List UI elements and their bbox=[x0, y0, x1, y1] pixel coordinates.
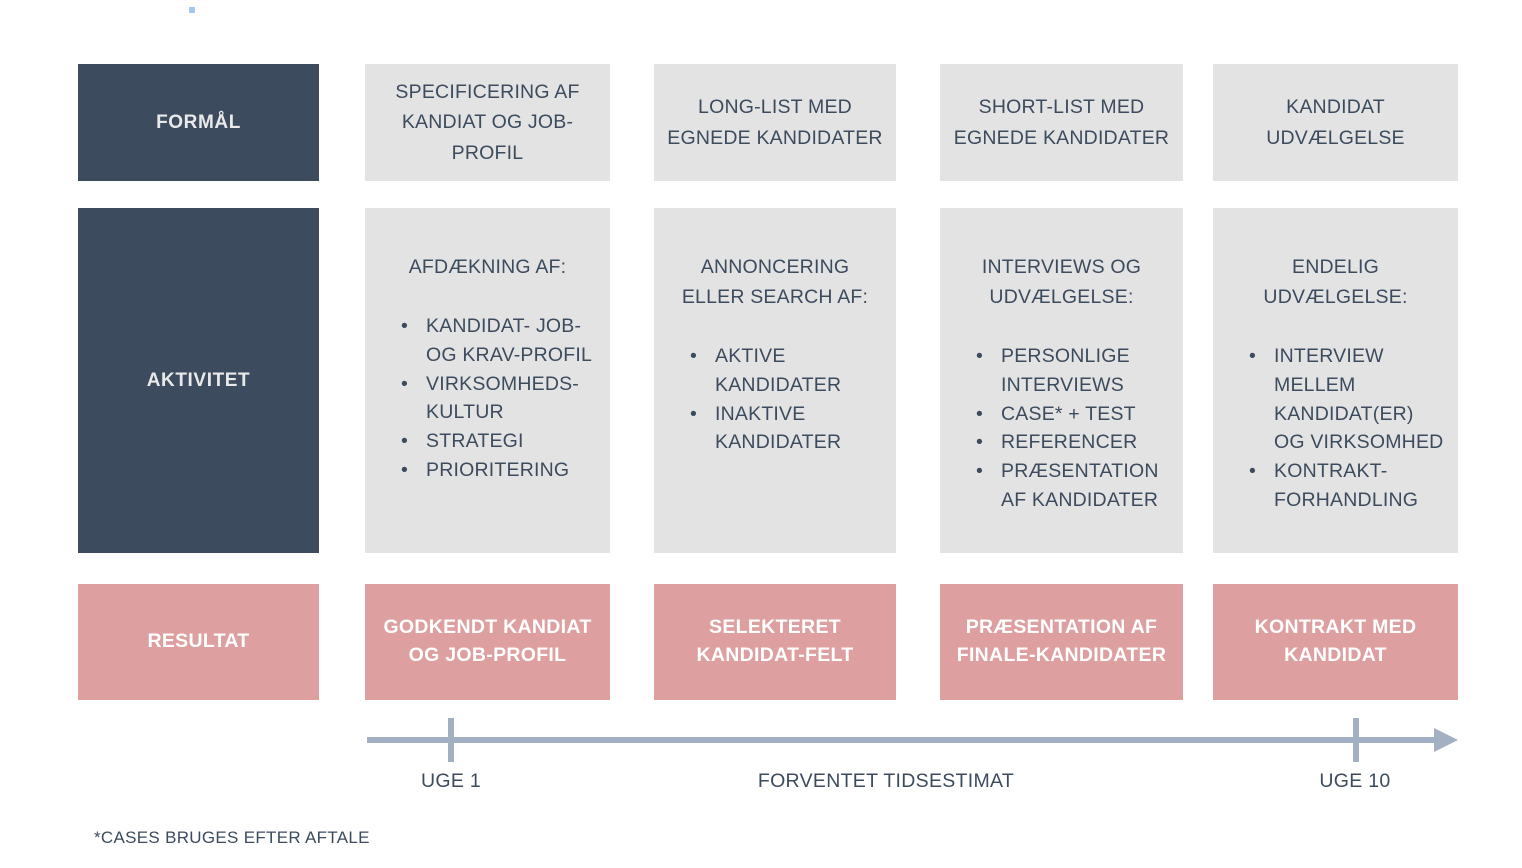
list-item-text: AKTIVE KANDIDATER bbox=[715, 345, 842, 397]
list-item-text: PERSONLIGE INTERVIEWS bbox=[1001, 345, 1130, 397]
list-item: • KANDIDAT- JOB- OG KRAV-PROFIL bbox=[401, 312, 596, 369]
list-item: • AKTIVE KANDIDATER bbox=[690, 342, 882, 399]
row-label-result: RESULTAT bbox=[78, 584, 319, 700]
list-item: • PRIORITERING bbox=[401, 456, 596, 485]
list-item: • INAKTIVE KANDIDATER bbox=[690, 400, 882, 457]
list-item-text: INTERVIEW MELLEM KANDIDAT(ER) OG VIRKSOM… bbox=[1274, 345, 1444, 454]
list-item-text: REFERENCER bbox=[1001, 431, 1138, 454]
list-item-text: VIRKSOMHEDS-KULTUR bbox=[426, 372, 580, 424]
timeline-label-start: UGE 1 bbox=[420, 770, 482, 792]
timeline-label-end: UGE 10 bbox=[1319, 770, 1391, 792]
bullet-icon: • bbox=[1249, 460, 1257, 483]
result-cell-1-text: GODKENDT KANDIAT OG JOB-PROFIL bbox=[383, 616, 592, 666]
bullet-icon: • bbox=[1249, 345, 1257, 368]
bullet-icon: • bbox=[401, 372, 409, 395]
list-item-text: PRIORITERING bbox=[426, 458, 570, 481]
list-item: • STRATEGI bbox=[401, 427, 596, 456]
list-item-text: STRATEGI bbox=[426, 429, 524, 452]
row-label-purpose: FORMÅL bbox=[78, 64, 319, 181]
result-cell-4: KONTRAKT MED KANDIDAT bbox=[1213, 584, 1458, 700]
purpose-cell-3-text: SHORT-LIST MED EGNEDE KANDIDATER bbox=[953, 96, 1170, 149]
result-cell-4-text: KONTRAKT MED KANDIDAT bbox=[1254, 616, 1417, 666]
row-label-purpose-text: FORMÅL bbox=[156, 111, 241, 133]
footnote: *CASES BRUGES EFTER AFTALE bbox=[94, 828, 370, 847]
list-item-text: KONTRAKT-FORHANDLING bbox=[1274, 460, 1419, 511]
activity-cell-1-heading: AFDÆKNING AF: bbox=[408, 256, 567, 278]
activity-cell-4: ENDELIG UDVÆLGELSE: • INTERVIEW MELLEM KA… bbox=[1213, 208, 1458, 553]
bullet-icon: • bbox=[976, 460, 984, 483]
bullet-icon: • bbox=[976, 402, 984, 425]
purpose-cell-1: SPECIFICERING AF KANDIAT OG JOB-PROFIL bbox=[365, 64, 610, 181]
row-label-activity-text: AKTIVITET bbox=[146, 369, 251, 391]
list-item: • REFERENCER bbox=[976, 428, 1169, 457]
result-cell-3-text: PRÆSENTATION AF FINALE-KANDIDATER bbox=[956, 616, 1167, 666]
list-item: • KONTRAKT-FORHANDLING bbox=[1249, 457, 1444, 514]
timeline-tick-end bbox=[1353, 718, 1359, 762]
list-item: • INTERVIEW MELLEM KANDIDAT(ER) OG VIRKSO… bbox=[1249, 342, 1444, 457]
bullet-icon: • bbox=[401, 458, 409, 481]
purpose-cell-3: SHORT-LIST MED EGNEDE KANDIDATER bbox=[940, 64, 1183, 181]
purpose-cell-4: KANDIDAT UDVÆLGELSE bbox=[1213, 64, 1458, 181]
list-item-text: INAKTIVE KANDIDATER bbox=[715, 402, 842, 454]
list-item-text: CASE* + TEST bbox=[1001, 402, 1136, 425]
activity-cell-2: ANNONCERING ELLER SEARCH AF: • AKTIVE KAN… bbox=[654, 208, 896, 553]
timeline-arrowhead-icon bbox=[1434, 728, 1458, 752]
list-item: • CASE* + TEST bbox=[976, 400, 1169, 429]
bullet-icon: • bbox=[976, 345, 984, 368]
bullet-icon: • bbox=[401, 429, 409, 452]
list-item: • PRÆSENTATION AF KANDIDATER bbox=[976, 457, 1169, 514]
row-label-result-text: RESULTAT bbox=[147, 630, 250, 653]
list-item: • VIRKSOMHEDS-KULTUR bbox=[401, 370, 596, 427]
bullet-icon: • bbox=[401, 315, 409, 338]
purpose-cell-2-text: LONG-LIST MED EGNEDE KANDIDATER bbox=[667, 96, 883, 149]
purpose-cell-2: LONG-LIST MED EGNEDE KANDIDATER bbox=[654, 64, 896, 181]
bullet-icon: • bbox=[690, 345, 698, 368]
activity-cell-3: INTERVIEWS OG UDVÆLGELSE: • PERSONLIGE IN… bbox=[940, 208, 1183, 553]
activity-cell-3-list: • PERSONLIGE INTERVIEWS • CASE* + TEST • RE… bbox=[954, 342, 1169, 514]
timeline-label-middle: FORVENTET TIDSESTIMAT bbox=[757, 770, 1015, 792]
result-cell-2: SELEKTERET KANDIDAT-FELT bbox=[654, 584, 896, 700]
purpose-cell-1-text: SPECIFICERING AF KANDIAT OG JOB-PROFIL bbox=[395, 81, 580, 164]
bullet-icon: • bbox=[690, 402, 698, 425]
bullet-icon: • bbox=[976, 431, 984, 454]
activity-cell-4-list: • INTERVIEW MELLEM KANDIDAT(ER) OG VIRKSO… bbox=[1227, 342, 1444, 514]
result-cell-3: PRÆSENTATION AF FINALE-KANDIDATER bbox=[940, 584, 1183, 700]
result-cell-2-text: SELEKTERET KANDIDAT-FELT bbox=[696, 616, 854, 666]
list-item-text: PRÆSENTATION AF KANDIDATER bbox=[1001, 460, 1159, 511]
activity-cell-3-heading: INTERVIEWS OG UDVÆLGELSE: bbox=[981, 256, 1142, 309]
corner-marker-dot bbox=[189, 7, 195, 13]
list-item: • PERSONLIGE INTERVIEWS bbox=[976, 342, 1169, 399]
activity-cell-1: AFDÆKNING AF: • KANDIDAT- JOB- OG KRAV-PR… bbox=[365, 208, 610, 553]
activity-cell-4-heading: ENDELIG UDVÆLGELSE: bbox=[1263, 256, 1408, 309]
timeline-tick-start bbox=[448, 718, 454, 762]
timeline-axis bbox=[367, 737, 1447, 743]
purpose-cell-4-text: KANDIDAT UDVÆLGELSE bbox=[1266, 96, 1405, 149]
activity-cell-1-list: • KANDIDAT- JOB- OG KRAV-PROFIL • VIRKSOMH… bbox=[379, 312, 596, 484]
row-label-activity: AKTIVITET bbox=[78, 208, 319, 553]
list-item-text: KANDIDAT- JOB- OG KRAV-PROFIL bbox=[426, 315, 593, 366]
activity-cell-2-heading: ANNONCERING ELLER SEARCH AF: bbox=[681, 256, 869, 309]
activity-cell-2-list: • AKTIVE KANDIDATER • INAKTIVE KANDIDATER bbox=[668, 342, 882, 457]
result-cell-1: GODKENDT KANDIAT OG JOB-PROFIL bbox=[365, 584, 610, 700]
